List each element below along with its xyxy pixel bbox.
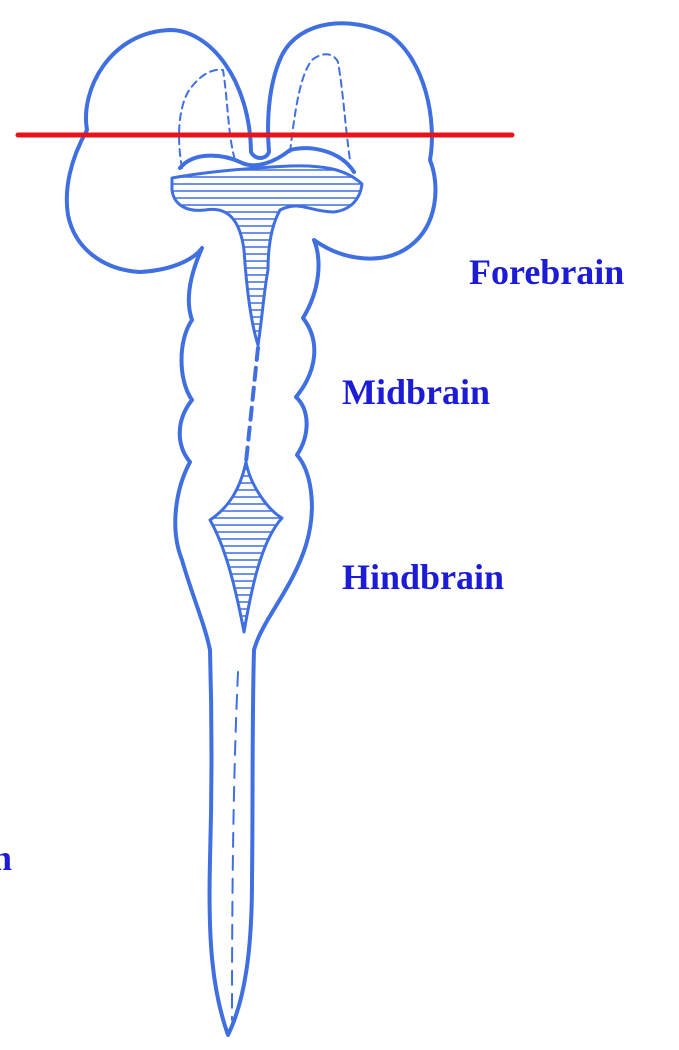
- midbrain-aqueduct-dashed: [246, 348, 258, 462]
- hindbrain-ventricle: [210, 462, 282, 632]
- partial-left-label: n: [0, 838, 12, 878]
- midbrain-label: Midbrain: [342, 372, 490, 412]
- left-ventricle-dashed: [179, 70, 236, 168]
- forebrain-label: Forebrain: [469, 252, 624, 292]
- spinal-canal-dashed: [232, 672, 238, 1020]
- hindbrain-label: Hindbrain: [342, 557, 504, 597]
- neural-tube-outline: [67, 23, 436, 1035]
- right-ventricle-dashed: [290, 54, 350, 160]
